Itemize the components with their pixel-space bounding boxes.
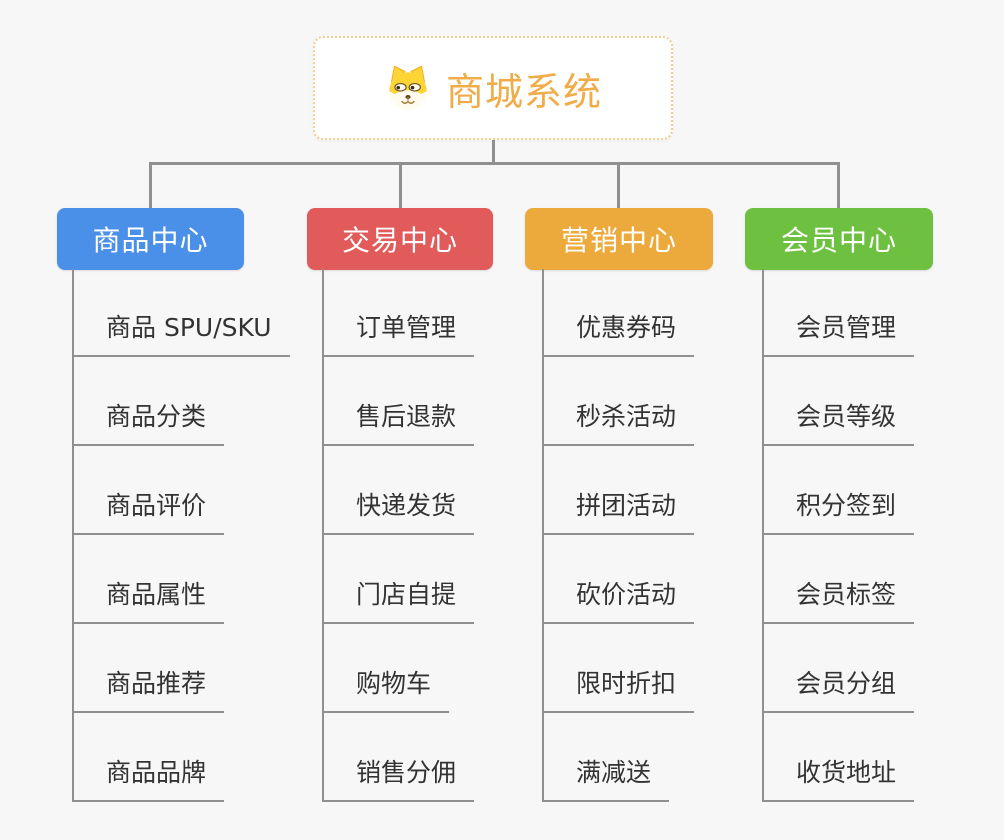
branch-marketing-center[interactable]: 营销中心: [525, 208, 713, 270]
branch-trunk-line: [322, 269, 324, 802]
leaf-node[interactable]: 砍价活动: [542, 576, 695, 624]
branch-member-center[interactable]: 会员中心: [745, 208, 933, 270]
branch-trunk-line: [542, 269, 544, 802]
branch-drop-line: [399, 162, 402, 208]
leaf-node[interactable]: 秒杀活动: [542, 398, 695, 446]
dog-face-icon: [389, 65, 427, 110]
root-node[interactable]: 商城系统: [313, 36, 673, 140]
branch-trunk-line: [72, 269, 74, 802]
leaf-node[interactable]: 会员管理: [762, 309, 915, 357]
branch-trade-center[interactable]: 交易中心: [307, 208, 493, 270]
leaf-node[interactable]: 优惠券码: [542, 309, 695, 357]
branch-bus-line: [149, 162, 840, 165]
leaf-node[interactable]: 商品 SPU/SKU: [72, 309, 290, 357]
leaf-node[interactable]: 商品品牌: [72, 754, 225, 802]
branch-trunk-line: [762, 269, 764, 802]
branch-drop-line: [149, 162, 152, 208]
leaf-node[interactable]: 商品分类: [72, 398, 225, 446]
leaf-node[interactable]: 商品评价: [72, 487, 225, 535]
branch-drop-line: [617, 162, 620, 208]
branch-drop-line: [837, 162, 840, 208]
branch-label: 营销中心: [560, 224, 677, 257]
leaf-node[interactable]: 销售分佣: [322, 754, 475, 802]
leaf-node[interactable]: 拼团活动: [542, 487, 695, 535]
leaf-node[interactable]: 积分签到: [762, 487, 915, 535]
root-title: 商城系统: [445, 69, 602, 114]
branch-product-center[interactable]: 商品中心: [57, 208, 244, 270]
leaf-node[interactable]: 订单管理: [322, 309, 475, 357]
leaf-node[interactable]: 会员分组: [762, 665, 915, 713]
branch-label: 商品中心: [92, 224, 209, 257]
leaf-node[interactable]: 售后退款: [322, 398, 475, 446]
leaf-node[interactable]: 满减送: [542, 754, 670, 802]
leaf-node[interactable]: 会员标签: [762, 576, 915, 624]
leaf-node[interactable]: 门店自提: [322, 576, 475, 624]
leaf-node[interactable]: 会员等级: [762, 398, 915, 446]
root-stem-line: [492, 140, 495, 165]
leaf-node[interactable]: 购物车: [322, 665, 450, 713]
branch-label: 会员中心: [780, 224, 897, 257]
branch-label: 交易中心: [341, 224, 458, 257]
leaf-node[interactable]: 商品推荐: [72, 665, 225, 713]
leaf-node[interactable]: 限时折扣: [542, 665, 695, 713]
leaf-node[interactable]: 收货地址: [762, 754, 915, 802]
leaf-node[interactable]: 快递发货: [322, 487, 475, 535]
leaf-node[interactable]: 商品属性: [72, 576, 225, 624]
